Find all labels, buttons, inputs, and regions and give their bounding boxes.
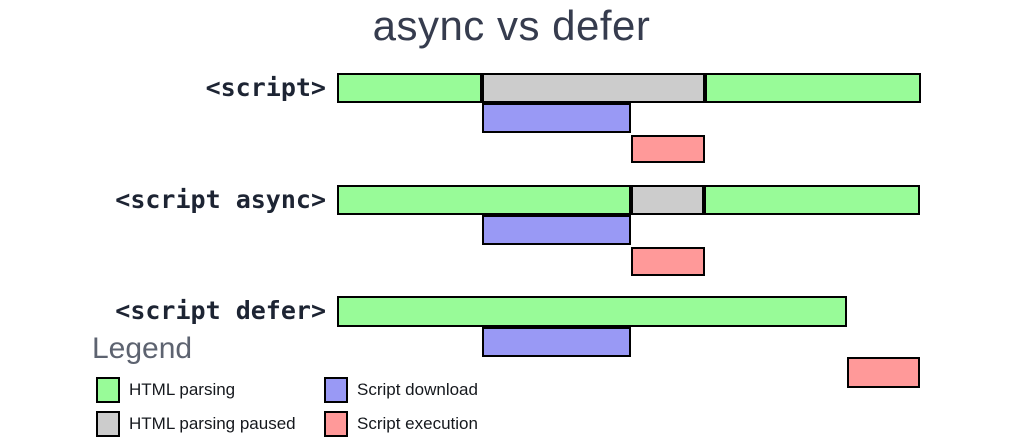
legend-item-label: HTML parsing [129, 380, 236, 399]
html-parsing-paused-swatch-icon [96, 411, 120, 437]
bar-html-parsing-paused [482, 73, 705, 103]
script-download-swatch-icon [324, 377, 348, 403]
legend-item-label: Script download [357, 380, 478, 399]
bar-script-download [482, 215, 631, 245]
legend-item-label: Script execution [357, 414, 478, 433]
bar-script-download [482, 327, 631, 357]
page-title: async vs defer [372, 2, 651, 49]
bar-script-execution [847, 357, 920, 388]
legend-heading: Legend [92, 332, 193, 365]
row-label: <script async> [115, 185, 326, 214]
bar-html-parsing [704, 185, 920, 215]
row-label: <script> [205, 73, 326, 102]
legend-item-html-parsing: HTML parsing [96, 377, 235, 403]
bar-script-execution [631, 247, 705, 276]
row-label: <script defer> [115, 296, 326, 325]
bar-html-parsing [337, 296, 847, 327]
legend-item-script-download: Script download [324, 377, 478, 403]
legend-item-html-parsing-paused: HTML parsing paused [96, 411, 296, 437]
bar-script-download [482, 103, 631, 133]
bar-html-parsing [337, 185, 631, 215]
bar-script-execution [631, 135, 705, 163]
legend-item-script-execution: Script execution [324, 411, 478, 437]
bar-html-parsing [337, 73, 482, 103]
bar-html-parsing-paused [631, 185, 704, 215]
bar-html-parsing [705, 73, 921, 103]
html-parsing-swatch-icon [96, 377, 120, 403]
script-execution-swatch-icon [324, 411, 348, 437]
legend-item-label: HTML parsing paused [129, 414, 296, 433]
